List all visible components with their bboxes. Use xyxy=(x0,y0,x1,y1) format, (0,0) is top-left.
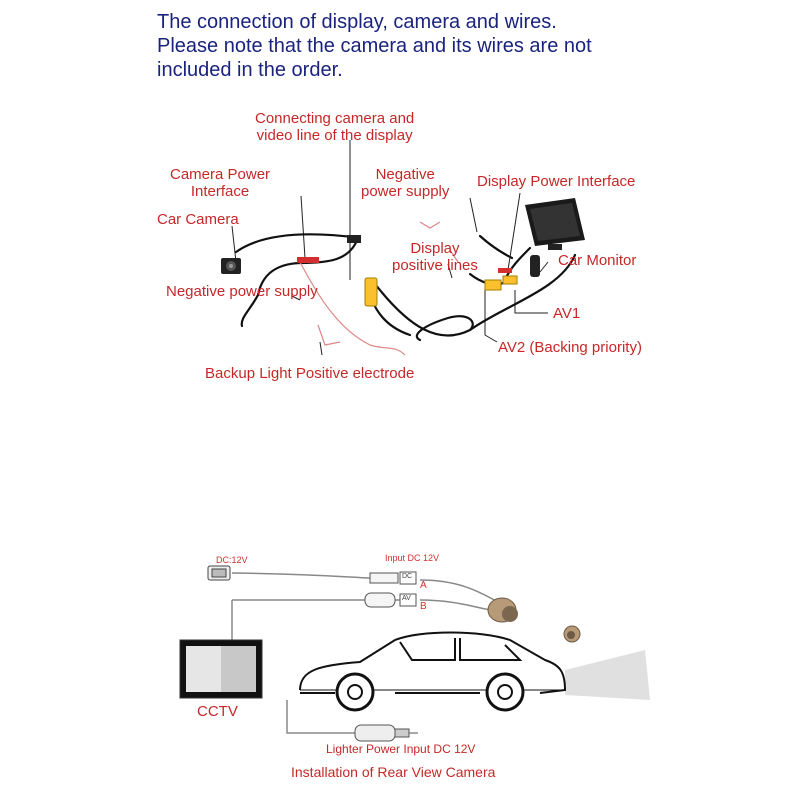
leader-camera-power xyxy=(300,195,306,259)
negative-lead-tip xyxy=(419,221,441,229)
leader-display-positive xyxy=(447,263,453,279)
yellow-rca-connector-3 xyxy=(502,275,518,285)
label-camera-power-line1: Camera Power xyxy=(170,166,271,183)
leader-negative-supply xyxy=(469,197,478,233)
mounted-camera xyxy=(563,625,581,643)
display-video-wire xyxy=(468,253,577,332)
leader-negative-power xyxy=(291,295,301,301)
header-line-1: The connection of display, camera and wi… xyxy=(157,11,557,33)
label-negative-supply: Negative power supply xyxy=(361,166,449,200)
label-display-power: Display Power Interface xyxy=(477,173,636,190)
header-line-3: included in the order. xyxy=(157,59,343,81)
car-camera-device xyxy=(221,258,241,274)
red-connector-camera xyxy=(297,257,319,263)
label-camera-power: Camera Power Interface xyxy=(170,166,270,200)
leader-av2 xyxy=(484,290,498,343)
backup-positive-wire xyxy=(299,261,406,356)
label-camera-power-line2: Interface xyxy=(190,183,250,200)
label-connecting-camera: Connecting camera and video line of the … xyxy=(255,110,414,144)
yellow-rca-connector-2 xyxy=(484,279,502,291)
car-monitor-device xyxy=(525,198,585,250)
label-negative-supply-line2: power supply xyxy=(361,183,450,200)
label-backup-light: Backup Light Positive electrode xyxy=(205,365,415,382)
leader-display-power xyxy=(507,192,521,271)
negative-lead xyxy=(478,234,514,260)
camera-plug xyxy=(347,235,361,243)
input-connector xyxy=(364,571,417,608)
cctv-monitor-device xyxy=(179,639,263,699)
lighter-wire xyxy=(286,700,355,734)
label-av1: AV1 xyxy=(553,305,581,322)
camera-wire xyxy=(234,233,362,254)
label-connecting-camera-line1: Connecting camera and xyxy=(255,110,415,127)
label-av2: AV2 (Backing priority) xyxy=(498,339,642,356)
label-a: A xyxy=(420,580,427,591)
label-port-av: AV xyxy=(402,595,411,602)
lighter-plug xyxy=(354,724,418,742)
display-positive-tip xyxy=(449,249,459,263)
red-connector-display xyxy=(498,268,512,273)
label-dc12v: DC:12V xyxy=(216,555,248,565)
leader-car-camera xyxy=(231,225,237,263)
camera-view-beam xyxy=(565,650,650,700)
label-port-dc: DC xyxy=(402,573,413,580)
label-connecting-camera-line2: video line of the display xyxy=(256,127,413,144)
label-display-positive: Display positive lines xyxy=(392,240,478,274)
camera-ground-wire xyxy=(240,293,260,328)
rear-camera-device xyxy=(487,597,518,623)
label-car-camera: Car Camera xyxy=(157,211,239,228)
header-line-2: Please note that the camera and its wire… xyxy=(157,35,592,57)
label-installation-caption: Installation of Rear View Camera xyxy=(291,764,496,780)
leader-av1 xyxy=(514,290,548,314)
label-display-positive-line1: Display xyxy=(410,240,460,257)
label-input-dc: Input DC 12V xyxy=(385,553,440,563)
yellow-rca-connector-1 xyxy=(364,277,378,307)
dc-power-plug xyxy=(207,565,231,581)
leader-backup-light xyxy=(319,341,323,356)
backup-positive-tip xyxy=(317,324,341,346)
car-wheels xyxy=(335,672,525,712)
label-negative-power-supply: Negative power supply xyxy=(166,283,318,300)
label-cctv: CCTV xyxy=(197,703,238,720)
label-negative-supply-line1: Negative xyxy=(375,166,435,183)
inline-plug xyxy=(530,255,540,277)
dc-power-wire xyxy=(231,572,371,579)
label-display-positive-line2: positive lines xyxy=(392,257,478,274)
page-header: The connection of display, camera and wi… xyxy=(157,10,757,82)
label-car-monitor: Car Monitor xyxy=(558,252,637,269)
video-cable xyxy=(370,298,412,337)
label-b: B xyxy=(420,601,427,612)
leader-car-monitor xyxy=(539,261,549,273)
video-cable-coil xyxy=(370,278,474,342)
label-lighter: Lighter Power Input DC 12V xyxy=(326,742,476,756)
